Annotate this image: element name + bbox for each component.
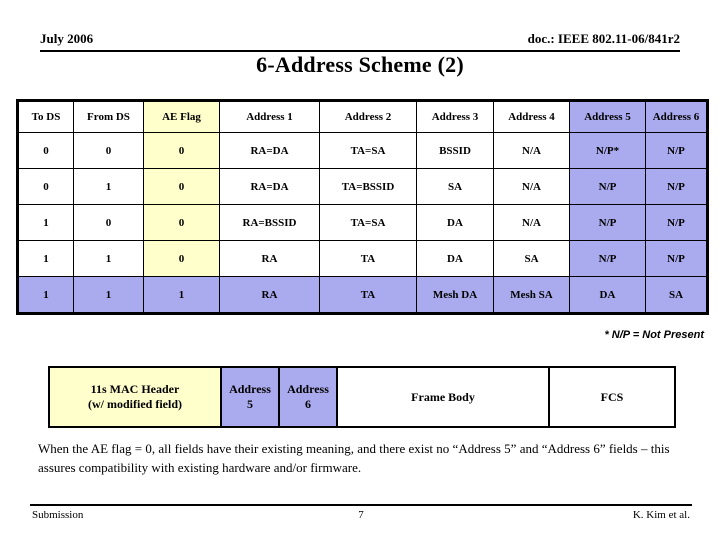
cell-from-ds: 0 [73, 132, 144, 169]
frame-format-diagram: 11s MAC Header (w/ modified field) Addre… [48, 366, 676, 428]
cell-address-2: TA=BSSID [319, 168, 417, 205]
frame-field-fcs: FCS [550, 368, 674, 426]
table-row: 0 0 0 RA=DA TA=SA BSSID N/A N/P* N/P [17, 132, 708, 169]
footer-author: K. Kim et al. [632, 509, 690, 521]
frame-field-frame-body: Frame Body [338, 368, 550, 426]
cell-address-3: Mesh DA [416, 276, 494, 314]
column-header-to-ds: To DS [17, 100, 74, 133]
explanatory-paragraph: When the AE flag = 0, all fields have th… [38, 441, 670, 475]
cell-ae-flag: 1 [143, 276, 220, 314]
page-title: 6-Address Scheme (2) [256, 52, 464, 77]
column-header-address-5: Address 5 [569, 100, 646, 133]
cell-address-1: RA [219, 240, 320, 277]
cell-address-4: N/A [493, 168, 570, 205]
cell-address-5: N/P [569, 168, 646, 205]
cell-ae-flag: 0 [143, 132, 220, 169]
footer-page-number: 7 [358, 509, 364, 521]
cell-from-ds: 1 [73, 168, 144, 205]
cell-address-6: SA [645, 276, 708, 314]
cell-address-2: TA [319, 240, 417, 277]
cell-address-2: TA [319, 276, 417, 314]
column-header-address-6: Address 6 [645, 100, 708, 133]
cell-address-3: DA [416, 240, 494, 277]
cell-address-5: N/P [569, 204, 646, 241]
column-header-address-1: Address 1 [219, 100, 320, 133]
frame-field-address-6: Address 6 [280, 368, 338, 426]
cell-to-ds: 0 [17, 132, 74, 169]
mac-header-line-1: 11s MAC Header [90, 382, 180, 396]
frame-field-address-5: Address 5 [222, 368, 280, 426]
cell-ae-flag: 0 [143, 240, 220, 277]
table-row: 0 1 0 RA=DA TA=BSSID SA N/A N/P N/P [17, 168, 708, 205]
cell-address-4: N/A [493, 204, 570, 241]
header-doc-id: doc.: IEEE 802.11-06/841r2 [527, 31, 680, 46]
cell-address-5: N/P* [569, 132, 646, 169]
cell-to-ds: 0 [17, 168, 74, 205]
cell-ae-flag: 0 [143, 204, 220, 241]
slide-header: July 2006 doc.: IEEE 802.11-06/841r2 [40, 24, 680, 52]
cell-from-ds: 1 [73, 276, 144, 314]
cell-address-6: N/P [645, 168, 708, 205]
cell-address-4: Mesh SA [493, 276, 570, 314]
cell-address-2: TA=SA [319, 204, 417, 241]
table-row: 1 1 0 RA TA DA SA N/P N/P [17, 240, 708, 277]
cell-address-4: N/A [493, 132, 570, 169]
cell-to-ds: 1 [17, 204, 74, 241]
address-scheme-table: To DS From DS AE Flag Address 1 Address … [16, 99, 709, 315]
cell-address-1: RA [219, 276, 320, 314]
cell-to-ds: 1 [17, 240, 74, 277]
footer-submission-label: Submission [32, 509, 84, 521]
cell-from-ds: 1 [73, 240, 144, 277]
cell-address-3: SA [416, 168, 494, 205]
cell-address-1: RA=DA [219, 132, 320, 169]
address-5-line-1: Address [229, 382, 271, 396]
cell-from-ds: 0 [73, 204, 144, 241]
cell-to-ds: 1 [17, 276, 74, 314]
column-header-address-3: Address 3 [416, 100, 494, 133]
address-6-line-2: 6 [304, 397, 311, 411]
cell-address-1: RA=BSSID [219, 204, 320, 241]
cell-address-2: TA=SA [319, 132, 417, 169]
cell-address-6: N/P [645, 132, 708, 169]
frame-field-mac-header: 11s MAC Header (w/ modified field) [50, 368, 222, 426]
column-header-address-2: Address 2 [319, 100, 417, 133]
slide-footer: Submission 7 K. Kim et al. [30, 504, 692, 526]
cell-address-6: N/P [645, 240, 708, 277]
cell-address-5: DA [569, 276, 646, 314]
cell-address-3: BSSID [416, 132, 494, 169]
table-header-row: To DS From DS AE Flag Address 1 Address … [17, 100, 708, 133]
cell-ae-flag: 0 [143, 168, 220, 205]
cell-address-5: N/P [569, 240, 646, 277]
address-6-line-1: Address [287, 382, 329, 396]
column-header-address-4: Address 4 [493, 100, 570, 133]
table-row: 1 0 0 RA=BSSID TA=SA DA N/A N/P N/P [17, 204, 708, 241]
cell-address-1: RA=DA [219, 168, 320, 205]
address-5-line-2: 5 [246, 397, 253, 411]
cell-address-3: DA [416, 204, 494, 241]
cell-address-4: SA [493, 240, 570, 277]
column-header-ae-flag: AE Flag [143, 100, 220, 133]
cell-address-6: N/P [645, 204, 708, 241]
not-present-footnote: * N/P = Not Present [604, 329, 704, 341]
table-row: 1 1 1 RA TA Mesh DA Mesh SA DA SA [17, 276, 708, 314]
mac-header-line-2: (w/ modified field) [88, 397, 182, 411]
header-date: July 2006 [40, 31, 94, 46]
column-header-from-ds: From DS [73, 100, 144, 133]
